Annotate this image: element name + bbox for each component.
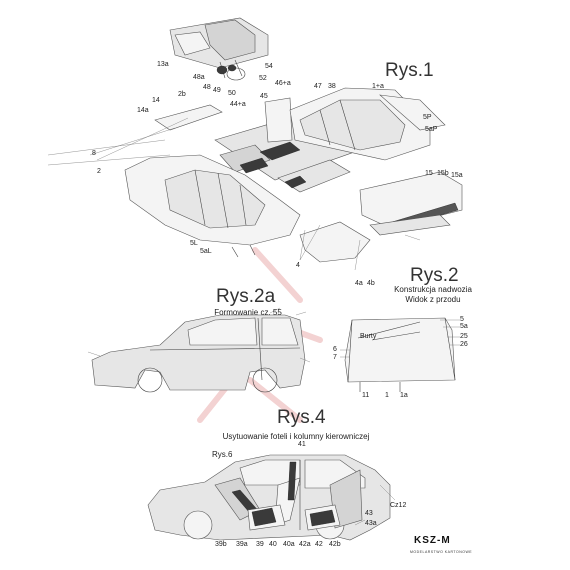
label-42: 42 [315,541,323,548]
part-14 [154,104,223,131]
label-5: 5 [460,316,464,323]
label-4a: 4a [355,280,363,287]
chassis-part-4 [299,221,371,263]
label-44a: 44+a [230,101,246,108]
rear-panel [359,171,463,236]
label-40a: 40a [283,541,295,548]
label-54: 54 [265,63,273,70]
label-Cz12: Cz12 [390,502,407,509]
label-5L: 5L [190,240,198,247]
label-48a: 48a [193,74,205,81]
label-5aP: 5aP [425,126,438,133]
label-11: 11 [362,392,370,399]
label-26: 26 [460,341,468,348]
rys2a-subtitle: Formowanie cz. 55 [214,308,282,317]
label-25: 25 [460,333,468,340]
label-41: 41 [298,441,306,448]
label-burty: Burty [360,333,377,340]
rys2-subtitle-line1: Konstrukcja nadwozia [394,285,472,294]
rys4-title: Rys.4 [277,407,326,428]
label-39: 39 [256,541,264,548]
rys4-reference: Rys.6 [212,450,233,459]
ksz-m-logo: KSZ-M [414,535,451,546]
label-8: 8 [92,150,96,157]
label-42b: 42b [329,541,341,548]
label-38: 38 [328,83,336,90]
label-40: 40 [269,541,277,548]
label-43: 43 [365,510,373,517]
label-14: 14 [152,97,160,104]
rys2a-title: Rys.2a [216,286,276,307]
label-50: 50 [228,90,236,97]
label-39b: 39b [215,541,227,548]
label-5P: 5P [423,114,432,121]
label-15a: 15a [451,172,463,179]
label-15: 15 [425,170,433,177]
label-39a: 39a [236,541,248,548]
label-43a: 43a [365,520,377,527]
label-2b: 2b [178,91,186,98]
label-7: 7 [333,354,337,361]
label-49: 49 [213,87,221,94]
rys4-subtitle: Usytuowanie foteli i kolumny kierownicze… [222,432,370,441]
label-1a-rys2: 1a [400,392,408,399]
label-52: 52 [259,75,267,82]
label-47: 47 [314,83,322,90]
right-side-panel [289,87,446,161]
rys2-title: Rys.2 [410,265,459,286]
label-1: 1 [385,392,389,399]
label-15b: 15b [437,170,449,177]
label-42a: 42a [299,541,311,548]
label-2: 2 [97,168,101,175]
left-side-panel [124,154,301,258]
label-5aL: 5aL [200,248,212,255]
label-1a: 1+a [372,83,384,90]
label-48: 48 [203,84,211,91]
label-45: 45 [260,93,268,100]
rys1-title: Rys.1 [385,60,434,81]
ksz-m-logo-subtext: MODELARSTWO KARTONOWE [410,550,473,554]
label-4: 4 [296,262,300,269]
label-46a: 46+a [275,80,291,87]
label-5a: 5a [460,323,468,330]
label-4b: 4b [367,280,375,287]
label-6: 6 [333,346,337,353]
rys2-subtitle-line2: Widok z przodu [405,295,461,304]
label-14a: 14a [137,107,149,114]
label-13a: 13a [157,61,169,68]
hood-part [169,17,269,81]
